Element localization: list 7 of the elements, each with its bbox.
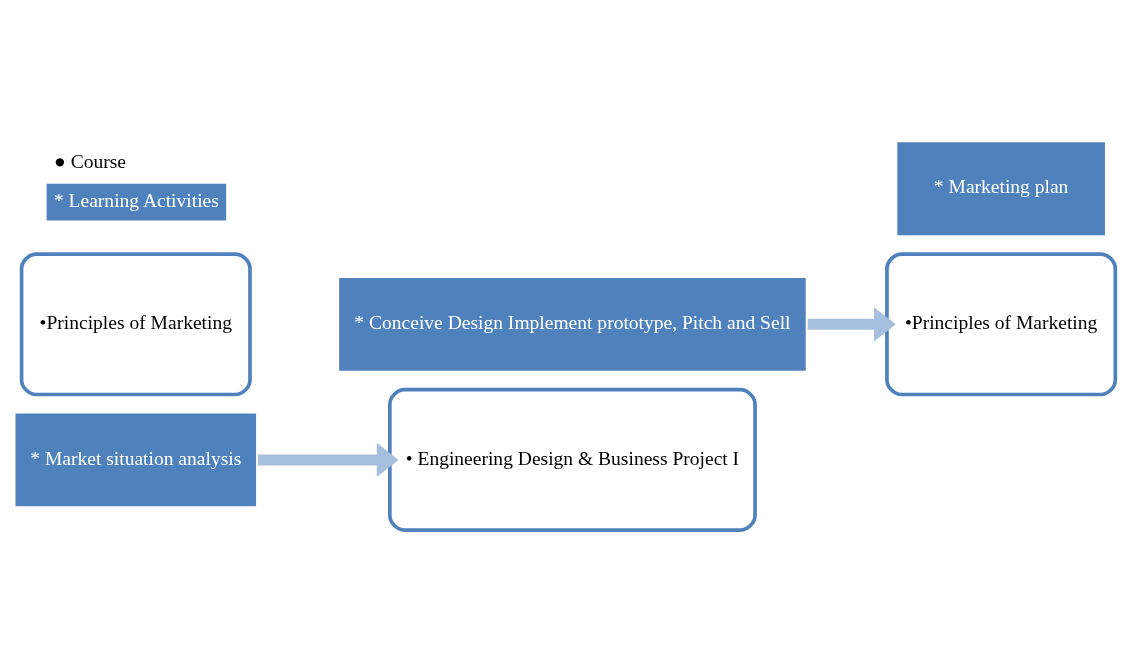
node-box: •Principles of Marketing: [19, 252, 252, 397]
node-box: •Principles of Marketing: [885, 252, 1118, 397]
legend-label: * Learning Activities: [53, 189, 219, 211]
legend-label: ● Course: [53, 150, 126, 172]
arrow: [807, 307, 896, 342]
node-box: • Engineering Design & Business Project I: [388, 387, 757, 532]
arrow: [257, 442, 399, 477]
